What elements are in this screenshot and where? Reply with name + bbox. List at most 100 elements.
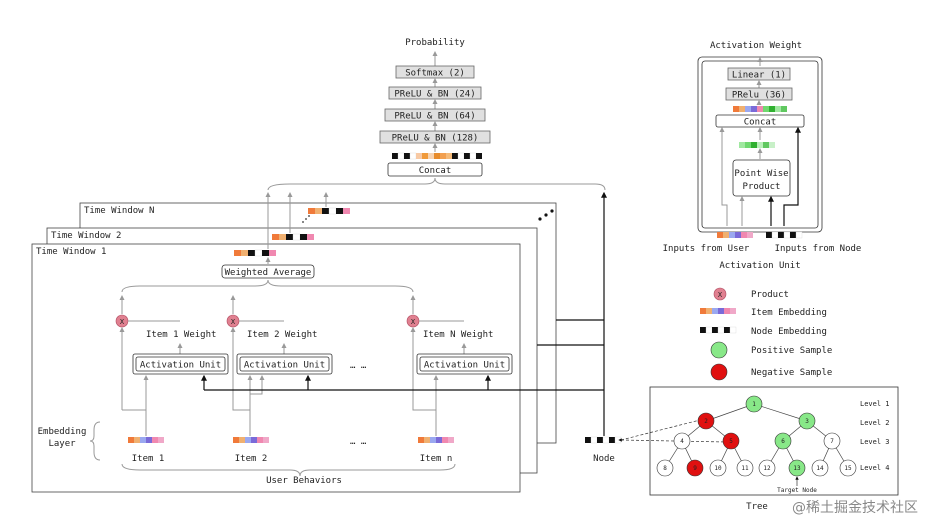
top-tower: Probability Softmax (2) PReLU & BN (24) … [267, 38, 606, 191]
weighted-average-box [221, 264, 315, 279]
input-user-strip [717, 232, 753, 238]
tree-node-11: 11 [736, 459, 754, 477]
svg-text:11: 11 [741, 465, 749, 472]
product-column-1: X Item 1 Weight [115, 295, 216, 354]
tree-level-1-label: Level 1 [860, 400, 890, 408]
item-n-embedding [418, 437, 454, 443]
tree-node-10: 10 [709, 459, 727, 477]
window-output-embeddings [234, 192, 554, 264]
tree-node-14: 14 [811, 459, 829, 477]
item-embeddings: … … [128, 437, 454, 447]
node-flow-lines [201, 191, 607, 436]
svg-text:13: 13 [793, 465, 801, 472]
product-column-n: X Item N Weight [406, 295, 493, 354]
point-wise-product-line1: Point Wise [734, 169, 788, 179]
activation-concat-label: Concat [744, 118, 777, 128]
svg-text:10: 10 [714, 465, 722, 472]
item-n-label: Item n [420, 454, 453, 464]
legend-product-label: Product [751, 290, 789, 300]
svg-text:14: 14 [816, 465, 824, 472]
legend-item-embedding-label: Item Embedding [751, 308, 827, 318]
tree-node-9: 9 [686, 459, 704, 477]
svg-text:3: 3 [805, 418, 809, 425]
target-node-label: Target Node [777, 487, 817, 494]
legend-positive-label: Positive Sample [751, 346, 832, 356]
product-output-strip [739, 142, 775, 148]
item-2-weight-label: Item 2 Weight [247, 330, 317, 340]
svg-text:4: 4 [680, 438, 684, 445]
product-legend-icon [713, 287, 727, 301]
prelu-bn-24-label: PReLU & BN (24) [394, 90, 475, 100]
node-label: Node [593, 454, 615, 464]
input-node-strip [766, 231, 803, 239]
item-1-embedding [128, 437, 164, 443]
tree-node-1: 1 [745, 395, 763, 413]
legend-node-embedding-swatch [700, 326, 737, 334]
inputs-from-user-label: Inputs from User [663, 244, 750, 254]
embedding-layer-label-line1: Embedding [38, 427, 87, 437]
legend-node-embedding-label: Node Embedding [751, 327, 827, 337]
tree-level-4-label: Level 4 [860, 464, 890, 472]
activation-unit-1-label: Activation Unit [140, 361, 221, 371]
time-window-2-label: Time Window 2 [51, 231, 121, 241]
activation-concat-strip [733, 106, 787, 112]
svg-text:5: 5 [729, 438, 733, 445]
tree-level-3-label: Level 3 [860, 438, 890, 446]
tree-node-8: 8 [656, 459, 674, 477]
activation-weight-title: Activation Weight [710, 41, 802, 51]
svg-text:12: 12 [763, 465, 771, 472]
inputs-from-node-label: Inputs from Node [775, 244, 862, 254]
svg-text:2: 2 [704, 418, 708, 425]
top-concat-box [387, 162, 483, 177]
tree-node-7: 7 [823, 432, 841, 450]
prelu-bn-64-label: PReLU & BN (64) [394, 112, 475, 122]
prelu-bn-128-label: PReLU & BN (128) [392, 134, 479, 144]
svg-text:7: 7 [830, 438, 834, 445]
svg-text:9: 9 [693, 465, 697, 472]
tree-caption: Tree [746, 502, 768, 512]
node-embedding [585, 436, 622, 444]
item-1-weight-label: Item 1 Weight [146, 330, 216, 340]
time-window-1-label: Time Window 1 [36, 247, 106, 257]
activation-unit-detail: Activation Weight Linear (1) PRelu (36) … [663, 41, 862, 271]
negative-sample-legend-icon [710, 363, 728, 381]
product-legend-symbol: X [718, 291, 723, 299]
positive-sample-legend-icon [710, 341, 728, 359]
tree-node-13: 13 [788, 459, 806, 477]
tree-node-6: 6 [774, 432, 792, 450]
activation-unit-n: Activation Unit [416, 353, 513, 375]
activation-unit-caption: Activation Unit [719, 261, 800, 271]
tree-level-2-label: Level 2 [860, 419, 890, 427]
legend: X Product Item Embedding Node Embedding … [700, 287, 832, 381]
tree-node-2: 2 [697, 412, 715, 430]
activation-unit-2: Activation Unit [236, 353, 333, 375]
item-2-label: Item 2 [235, 454, 268, 464]
embedding-ellipsis: … … [350, 437, 367, 447]
top-brace [267, 177, 606, 191]
tree-node-4: 4 [673, 432, 691, 450]
legend-negative-label: Negative Sample [751, 368, 832, 378]
item-1-label: Item 1 [132, 454, 165, 464]
time-window-n-label: Time Window N [84, 206, 154, 216]
activation-unit-n-label: Activation Unit [424, 361, 505, 371]
top-concat-label: Concat [419, 166, 452, 176]
concat-embedding-strip [392, 152, 482, 160]
weighted-average-brace [121, 279, 414, 293]
embedding-layer-brace [89, 421, 101, 461]
tree-node-5: 5 [722, 432, 740, 450]
point-wise-product-box [732, 159, 791, 197]
product-symbol: X [231, 318, 236, 326]
point-wise-product-line2: Product [743, 182, 781, 192]
tree-node-15: 15 [839, 459, 857, 477]
linear-layer-label: Linear (1) [732, 71, 786, 81]
item-2-embedding [233, 437, 269, 443]
probability-label: Probability [405, 38, 465, 48]
activation-unit-1: Activation Unit [132, 353, 229, 375]
product-symbol: X [120, 318, 125, 326]
activation-unit-2-label: Activation Unit [244, 361, 325, 371]
user-behaviors-label: User Behaviors [266, 476, 342, 486]
svg-text:1: 1 [752, 401, 756, 408]
prelu-36-label: PRelu (36) [732, 91, 786, 101]
tree-node-3: 3 [798, 412, 816, 430]
tree-panel: 1 2 3 4 5 6 7 8 9 10 11 12 13 14 15 Targ… [618, 386, 899, 496]
